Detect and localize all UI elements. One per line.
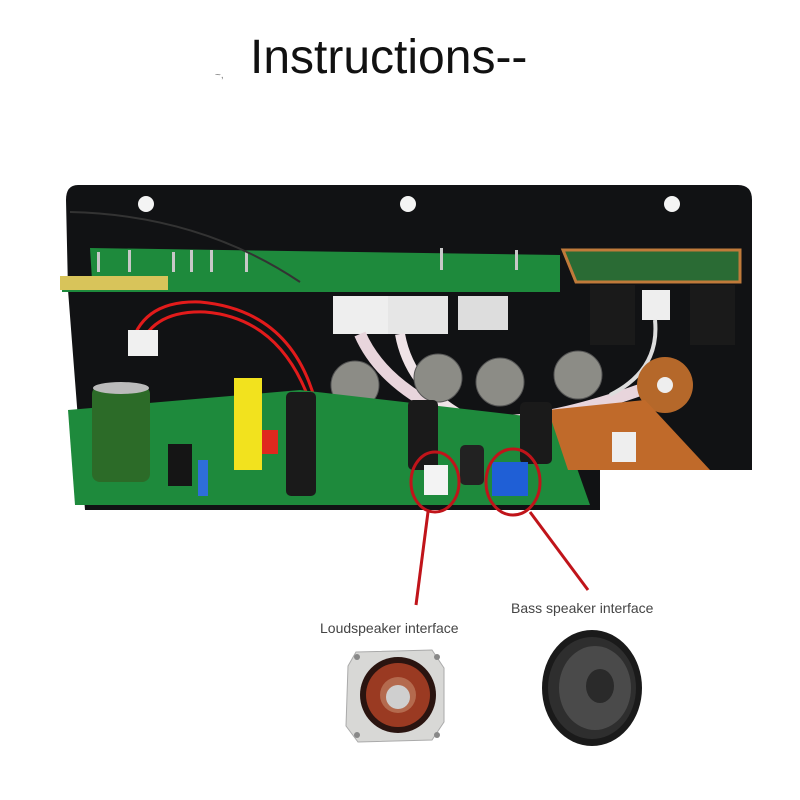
pot-3 bbox=[475, 357, 525, 407]
blue-2pin-connector bbox=[492, 462, 528, 496]
stray-mark: ~, bbox=[215, 70, 224, 81]
bass-callout-line bbox=[528, 511, 590, 591]
mount-hole-right bbox=[664, 196, 680, 212]
pot-2 bbox=[413, 353, 463, 403]
pot-4 bbox=[553, 350, 603, 400]
loudspeaker-callout-circle bbox=[409, 450, 461, 514]
yellow-transformer bbox=[234, 378, 262, 470]
bass-callout-circle bbox=[484, 447, 542, 517]
tweeter-horn-image bbox=[345, 649, 445, 743]
right-small-pcb bbox=[560, 248, 742, 284]
loudspeaker-interface-label: Loudspeaker interface bbox=[320, 620, 459, 636]
woofer-cone-image bbox=[542, 630, 642, 746]
mount-hole-left bbox=[138, 196, 154, 212]
mount-hole-center bbox=[400, 196, 416, 212]
loudspeaker-callout-line bbox=[414, 511, 430, 606]
bass-speaker-interface-label: Bass speaker interface bbox=[511, 600, 654, 616]
top-pcb bbox=[62, 248, 560, 292]
white-2pin-connector bbox=[424, 465, 448, 495]
page-title: Instructions-- bbox=[250, 31, 528, 84]
green-capacitor bbox=[92, 386, 150, 482]
